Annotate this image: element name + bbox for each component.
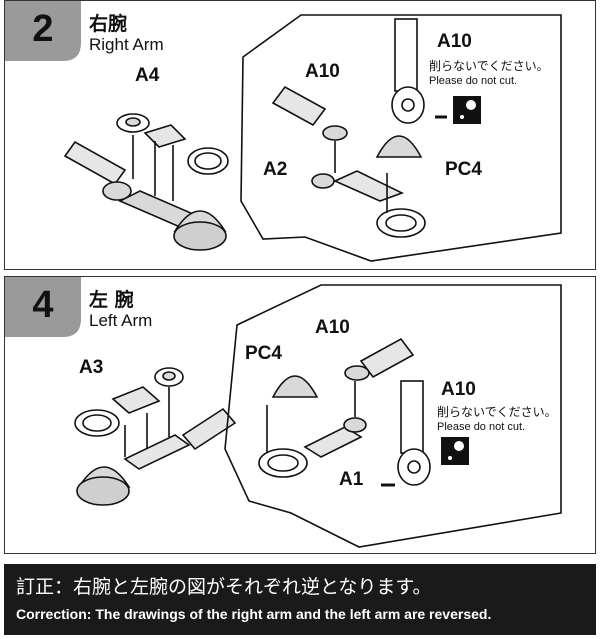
step-title-jp: 左 腕	[89, 289, 134, 311]
step-number-tab	[5, 1, 81, 61]
note-text-en: Please do not cut.	[429, 75, 518, 87]
part-label-pc4: PC4	[445, 159, 482, 180]
step-number: 2	[32, 8, 54, 50]
left-arm-detail	[258, 337, 431, 486]
step-number-tab	[5, 277, 81, 337]
step-title-en: Left Arm	[89, 311, 153, 330]
part-label-a1: A1	[339, 469, 364, 490]
part-label-pc4: PC4	[245, 343, 282, 364]
step-number-tab: 2	[5, 1, 81, 61]
note-text-jp: 削らないでください。	[437, 405, 557, 419]
note-text-en: Please do not cut.	[437, 421, 526, 433]
step-title-en: Right Arm	[89, 35, 164, 54]
step-title-jp: 右腕	[89, 13, 128, 35]
note-label-a10: A10	[441, 379, 476, 400]
step-2-illustration	[5, 1, 562, 262]
note-label-a10: A10	[437, 31, 472, 52]
correction-banner: 訂正：右腕と左腕の図がそれぞれ逆となります。 Correction: The d…	[4, 564, 596, 635]
right-arm-exploded-view	[63, 113, 229, 251]
right-arm-detail	[271, 18, 426, 238]
step-4-panel: 4 左 腕 Left Arm A3 PC4 A10 A1 A10 削らないでくだ…	[4, 276, 596, 554]
part-label-a3: A3	[79, 357, 104, 378]
step-4-illustration	[5, 277, 562, 548]
callout-frame	[240, 14, 562, 262]
correction-text-en: Correction: The drawings of the right ar…	[16, 606, 492, 622]
caution-icon	[453, 96, 481, 124]
correction-text-jp: 訂正：右腕と左腕の図がそれぞれ逆となります。	[16, 576, 432, 598]
part-label-a2: A2	[263, 159, 288, 180]
callout-frame	[224, 284, 562, 548]
left-arm-exploded-view	[74, 367, 237, 506]
step-2-panel: 2 右腕 Right Arm A4 A10 A2 PC4 A10 削らないでくだ…	[4, 0, 596, 270]
caution-icon	[441, 437, 469, 465]
step-number-tab: 4	[5, 277, 81, 337]
part-label-a10: A10	[315, 317, 350, 338]
part-label-a10: A10	[305, 61, 340, 82]
note-text-jp: 削らないでください。	[429, 59, 549, 73]
step-number: 4	[32, 284, 54, 326]
part-label-a4: A4	[135, 65, 160, 86]
